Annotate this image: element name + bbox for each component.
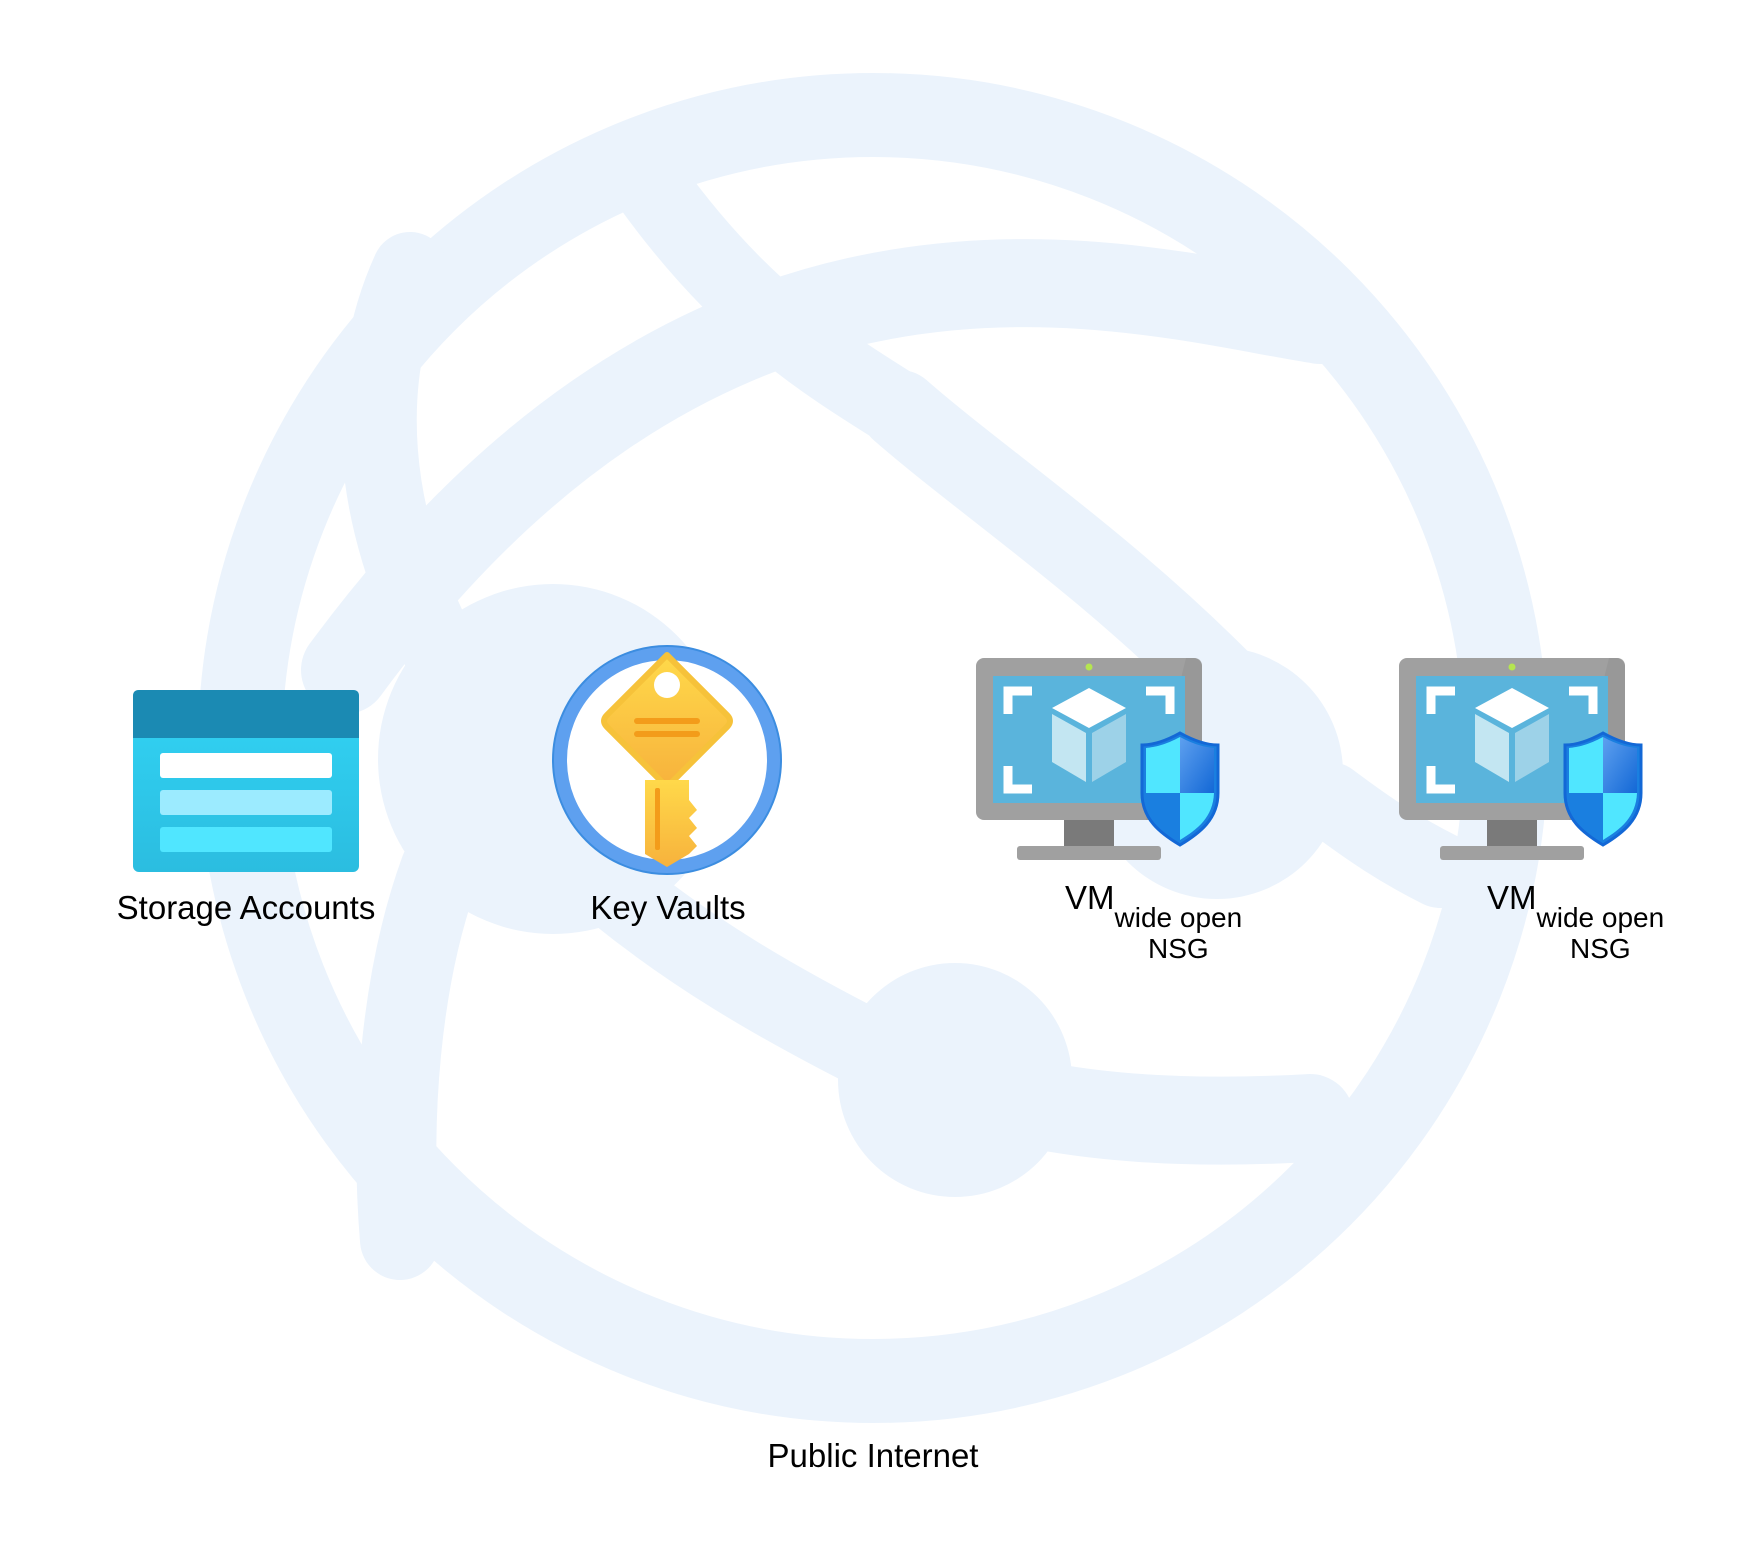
vm-name: VM: [1065, 879, 1115, 916]
vm-subscript: wide open: [1536, 902, 1665, 933]
key-vaults-label: Key Vaults: [590, 889, 746, 926]
shield-icon: [1563, 731, 1643, 847]
vm-name: VM: [1487, 879, 1537, 916]
globe-network-icon: [198, 73, 1548, 1423]
vm-label: VMwide open NSG: [1065, 879, 1242, 964]
shield-icon: [1140, 731, 1220, 847]
vm-nsg-label: NSG: [1570, 933, 1631, 964]
storage-account-icon[interactable]: [133, 690, 359, 872]
vm-subscript: wide open: [1114, 902, 1243, 933]
key-vault-icon[interactable]: [552, 645, 782, 875]
storage-accounts-label: Storage Accounts: [116, 889, 376, 926]
public-internet-label: Public Internet: [767, 1437, 979, 1474]
vm-label: VMwide open NSG: [1487, 879, 1664, 964]
vm-nsg-label: NSG: [1148, 933, 1209, 964]
